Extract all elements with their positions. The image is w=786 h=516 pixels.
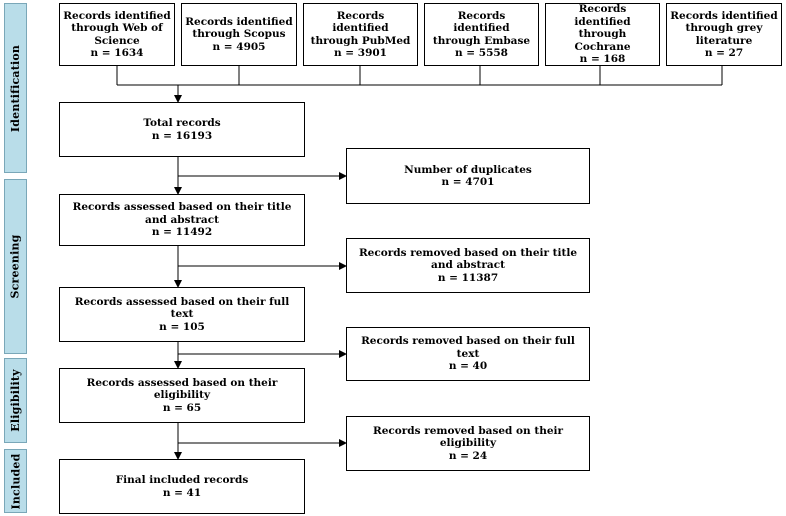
source-box-grey-literature: Records identified through grey literatu… [666, 3, 782, 66]
source-label: Records identified through grey literatu… [670, 9, 778, 47]
source-label: Records identified through Scopus [185, 15, 293, 41]
removed-title-abstract-box: Records removed based on their title and… [346, 238, 590, 293]
box-label: Records assessed based on their eligibil… [86, 376, 278, 402]
box-label: Records assessed based on their title an… [72, 201, 292, 226]
phase-identification: Identification [4, 3, 27, 173]
phase-label: Included [9, 453, 22, 509]
box-label: Final included records [115, 474, 249, 486]
box-count: n = 41 [162, 486, 202, 499]
source-count: n = 4905 [212, 40, 266, 53]
source-box-embase: Records identified through Embase n = 55… [424, 3, 539, 66]
source-count: n = 168 [579, 53, 626, 66]
box-count: n = 65 [162, 401, 202, 414]
source-label: Records identified through Embase [432, 9, 531, 47]
box-count: n = 4701 [441, 176, 495, 188]
source-box-pubmed: Records identified through PubMed n = 39… [303, 3, 418, 66]
box-count: n = 11492 [151, 226, 213, 239]
source-box-web-of-science: Records identified through Web of Scienc… [59, 3, 175, 66]
source-box-scopus: Records identified through Scopus n = 49… [181, 3, 297, 66]
source-count: n = 1634 [90, 47, 144, 59]
final-included-box: Final included records n = 41 [59, 459, 305, 514]
phase-screening: Screening [4, 179, 27, 354]
phase-label: Eligibility [9, 369, 23, 432]
box-label: Records removed based on their eligibili… [372, 424, 564, 450]
box-count: n = 40 [448, 360, 488, 373]
box-label: Number of duplicates [404, 163, 532, 176]
source-count: n = 3901 [334, 47, 387, 59]
phase-label: Identification [9, 44, 23, 132]
phase-included: Included [4, 449, 27, 513]
total-records-box: Total records n = 16193 [59, 102, 305, 157]
box-label: Total records [143, 117, 221, 129]
source-box-cochrane: Records identified through Cochrane n = … [545, 3, 660, 66]
source-label: Records identified through Cochrane [574, 3, 631, 53]
duplicates-box: Number of duplicates n = 4701 [346, 148, 590, 204]
box-count: n = 24 [448, 449, 488, 462]
removed-full-text-box: Records removed based on their full text… [346, 327, 590, 381]
source-count: n = 5558 [455, 47, 508, 59]
source-label: Records identified through PubMed [310, 9, 411, 47]
box-label: Records assessed based on their full tex… [74, 295, 290, 321]
box-count: n = 16193 [151, 129, 213, 142]
source-count: n = 27 [704, 47, 744, 59]
phase-label: Screening [9, 234, 23, 299]
title-abstract-assessed-box: Records assessed based on their title an… [59, 194, 305, 246]
removed-eligibility-box: Records removed based on their eligibili… [346, 416, 590, 471]
box-label: Records removed based on their full text [361, 335, 575, 360]
phase-eligibility: Eligibility [4, 358, 27, 443]
box-label: Records removed based on their title and… [358, 246, 578, 272]
box-count: n = 11387 [437, 271, 499, 284]
source-label: Records identified through Web of Scienc… [63, 9, 171, 47]
full-text-assessed-box: Records assessed based on their full tex… [59, 287, 305, 342]
eligibility-assessed-box: Records assessed based on their eligibil… [59, 368, 305, 423]
box-count: n = 105 [159, 320, 205, 333]
